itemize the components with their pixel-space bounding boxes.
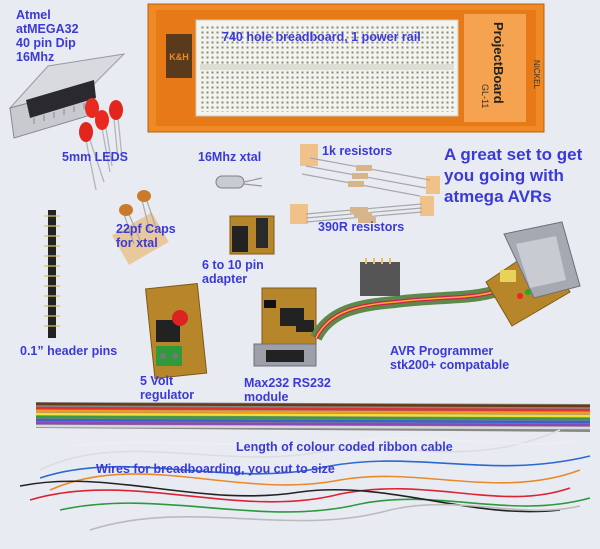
label-tagline-line-2: you going with: [444, 166, 564, 185]
label-caps-line-2: for xtal: [116, 236, 158, 250]
label-adapter: 6 to 10 pin adapter: [202, 258, 264, 286]
label-caps-line-1: 22pf Caps: [116, 222, 176, 236]
label-xtal: 16Mhz xtal: [198, 150, 262, 164]
label-atmel-line-4: 16Mhz: [16, 50, 55, 64]
label-regulator-line-2: regulator: [140, 388, 195, 402]
label-wires: Wires for breadboarding, you cut to size: [96, 462, 335, 476]
label-programmer: AVR Programmer stk200+ compatable: [390, 344, 509, 372]
label-programmer-line-1: AVR Programmer: [390, 344, 494, 358]
label-tagline-line-1: A great set to get: [444, 145, 583, 164]
label-tagline-line-3: atmega AVRs: [444, 187, 552, 206]
board-nickel-text: NICKEL: [532, 60, 541, 89]
label-leds: 5mm LEDS: [62, 150, 128, 164]
label-adapter-line-1: 6 to 10 pin: [202, 258, 264, 272]
label-max232-line-1: Max232 RS232: [244, 376, 331, 390]
label-programmer-line-2: stk200+ compatable: [390, 358, 510, 372]
atmega32-chip-tube: [8, 53, 126, 139]
label-breadboard: 740 hole breadboard, 1 power rail: [222, 30, 421, 44]
label-390r-resistors: 390R resistors: [318, 220, 405, 234]
label-atmel-line-2: atMEGA32: [16, 22, 79, 36]
breadboard-wires: [19, 429, 591, 531]
board-model-text: GL-11: [480, 84, 490, 108]
ceramic-caps: [111, 190, 169, 265]
header-pin-strip: [44, 210, 60, 338]
label-adapter-line-2: adapter: [202, 272, 248, 286]
breadboard: K&H ProjectBoard GL-11 NICKEL: [147, 3, 545, 133]
label-atmel-line-3: 40 pin Dip: [16, 36, 76, 50]
resistors-390r: [290, 196, 434, 224]
flat-ribbon-cable: [35, 402, 591, 432]
label-header-pins: 0.1” header pins: [20, 344, 118, 358]
regulator-board: [144, 282, 208, 380]
board-brand-text: ProjectBoard: [491, 22, 506, 104]
label-ribbon-cable: Length of colour coded ribbon cable: [236, 440, 453, 454]
label-caps: 22pf Caps for xtal: [116, 222, 176, 250]
label-1k-resistors: 1k resistors: [322, 144, 393, 158]
label-atmel-chip: Atmel atMEGA32 40 pin Dip 16Mhz: [16, 8, 79, 64]
avr-programmer: [485, 221, 581, 327]
label-regulator-line-1: 5 Volt: [140, 374, 174, 388]
programmer-ribbon: [310, 258, 502, 342]
label-max232-line-2: module: [244, 390, 289, 404]
adapter-board: [229, 215, 275, 255]
red-leds: [79, 98, 123, 191]
label-atmel-line-1: Atmel: [16, 8, 51, 22]
resistors-1k: [300, 144, 440, 197]
label-tagline: A great set to get you going with atmega…: [444, 144, 582, 207]
label-regulator: 5 Volt regulator: [140, 374, 194, 402]
svg-text:K&H: K&H: [169, 52, 189, 62]
crystal-16mhz: [215, 175, 263, 189]
max232-board: [253, 287, 317, 367]
label-max232: Max232 RS232 module: [244, 376, 331, 404]
